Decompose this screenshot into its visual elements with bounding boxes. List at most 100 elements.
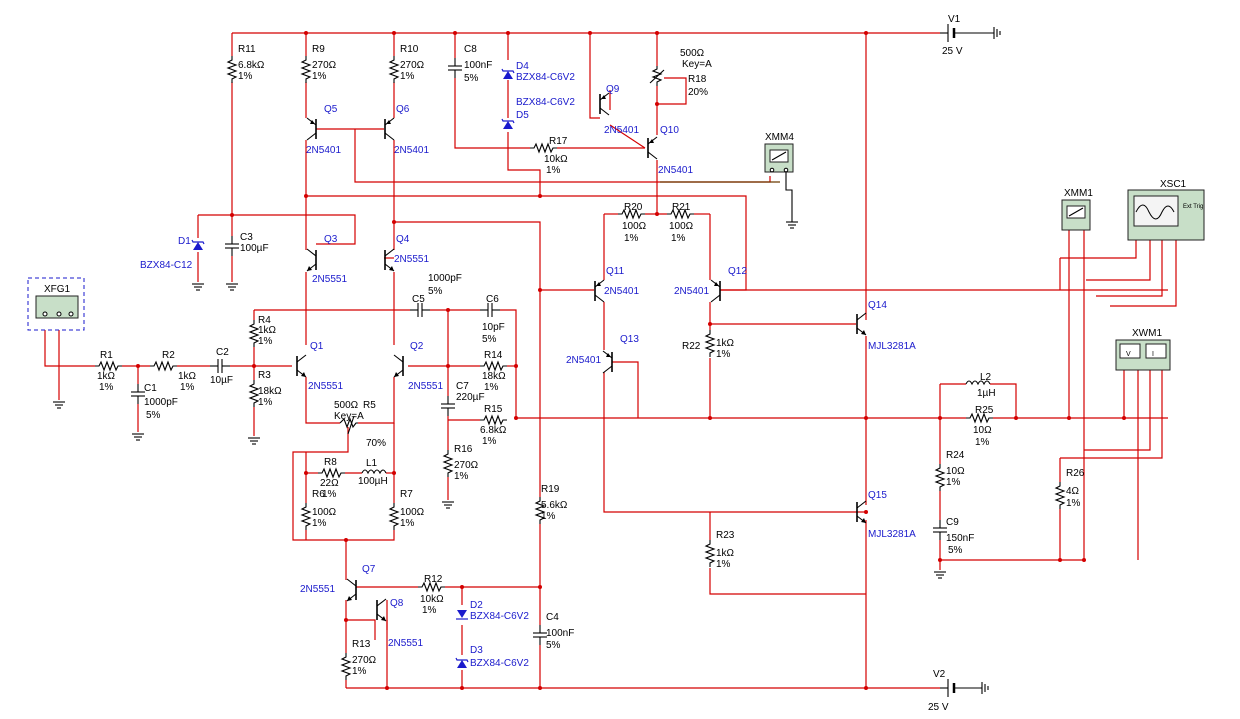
d3-part-label: BZX84-C6V2	[470, 658, 529, 669]
xmm4-label: XMM4	[765, 132, 794, 143]
r23-name-label: R23	[716, 530, 735, 541]
oscilloscope-xsc1[interactable]: XSC1 Ext Trig	[1127, 179, 1205, 241]
source-v2[interactable]: V2 25 V	[928, 669, 989, 713]
c1-tol-label: 5%	[146, 410, 161, 421]
r9-tol-label: 1%	[312, 71, 327, 82]
multimeter-xmm4[interactable]: XMM4	[764, 132, 799, 229]
r2-value-label: 1kΩ	[178, 371, 197, 382]
r23-value-label: 1kΩ	[716, 548, 735, 559]
multimeter-xmm1[interactable]: XMM1	[1061, 188, 1093, 231]
r21-tol-label: 1%	[671, 233, 686, 244]
r19-tol-label: 1%	[541, 511, 556, 522]
v2-value: 25 V	[928, 702, 949, 713]
r2-name-label: R2	[162, 350, 175, 361]
q8-name-label: Q8	[390, 598, 404, 609]
r1-tol-label: 1%	[99, 382, 114, 393]
c4-tol-label: 5%	[546, 640, 561, 651]
function-generator-xfg1[interactable]: XFG1	[27, 277, 85, 331]
source-v1[interactable]: V1 25 V	[940, 14, 1001, 57]
transistor-q10[interactable]: Q10 2N5401	[647, 125, 693, 176]
r25-value-label: 10Ω	[973, 425, 992, 436]
xwm1-i: I	[1152, 351, 1154, 358]
q15-part-label: MJL3281A	[868, 529, 916, 540]
r22-value-label: 1kΩ	[716, 338, 735, 349]
c8-tol-label: 5%	[464, 73, 479, 84]
q2-name-label: Q2	[410, 341, 424, 352]
c3-value-label: 100µF	[240, 243, 269, 254]
c6-name-label: C6	[486, 294, 499, 305]
r3-name-label: R3	[258, 370, 271, 381]
v2-name: V2	[933, 669, 946, 680]
r1-value-label: 1kΩ	[97, 371, 116, 382]
wattmeter-xwm1[interactable]: XWM1 V I	[1115, 328, 1171, 371]
d4-part-label: BZX84-C6V2	[516, 72, 575, 83]
c1-name-label: C1	[144, 383, 157, 394]
q10-part-label: 2N5401	[658, 165, 693, 176]
r18-key-label: Key=A	[682, 59, 712, 70]
v1-value: 25 V	[942, 46, 963, 57]
r15-tol-label: 1%	[482, 436, 497, 447]
xwm1-v: V	[1126, 351, 1131, 358]
q10-name-label: Q10	[660, 125, 679, 136]
r6-value-label: 100Ω	[312, 507, 337, 518]
q9-part-label: 2N5401	[604, 125, 639, 136]
q4-name-label: Q4	[396, 234, 410, 245]
